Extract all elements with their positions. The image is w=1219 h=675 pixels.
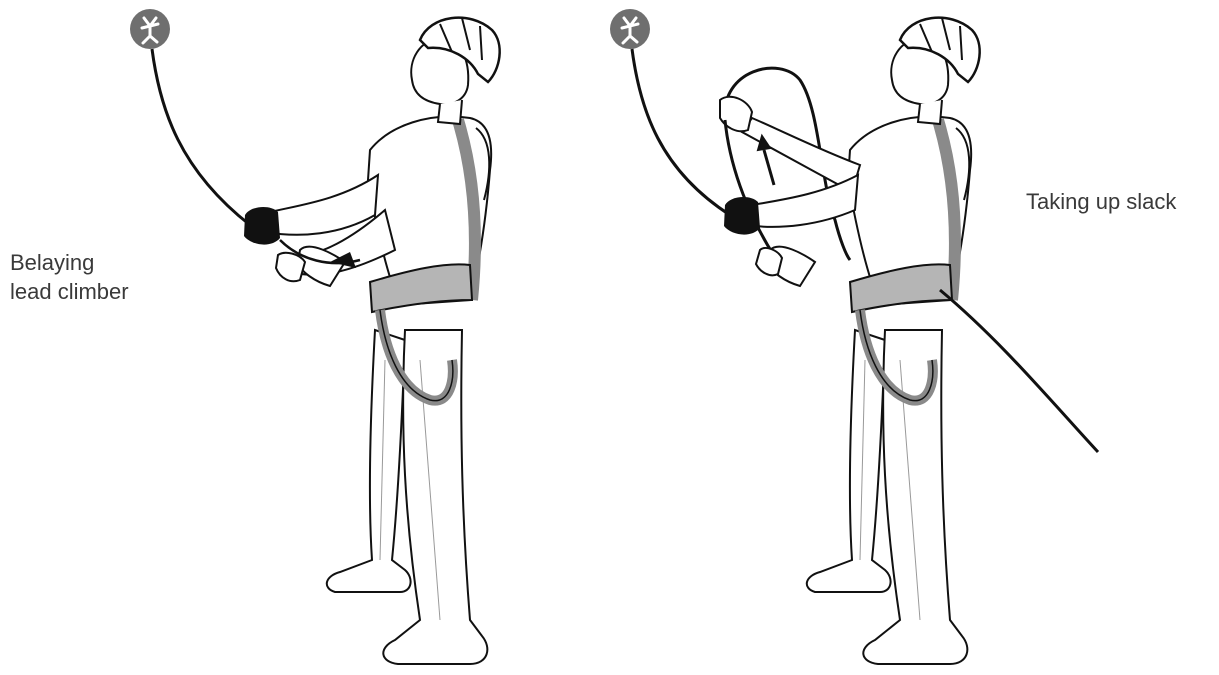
caption-taking-up-slack: Taking up slack xyxy=(1026,187,1176,216)
glove xyxy=(244,207,280,245)
climber-anchor-icon xyxy=(130,9,170,49)
caption-line: lead climber xyxy=(10,277,129,306)
climber-anchor-icon xyxy=(610,9,650,49)
caption-line: Taking up slack xyxy=(1026,187,1176,216)
caption-belaying: Belaying lead climber xyxy=(10,248,129,306)
caption-line: Belaying xyxy=(10,248,129,277)
belayer-arms xyxy=(265,175,378,235)
rope xyxy=(632,49,730,215)
rope xyxy=(152,49,250,225)
belayer-figure xyxy=(327,18,500,664)
glove xyxy=(724,197,760,235)
scene-belaying xyxy=(130,9,500,664)
rope-tail xyxy=(940,290,1098,452)
belayer-figure xyxy=(807,18,980,664)
scene-taking-up-slack xyxy=(610,9,1098,664)
